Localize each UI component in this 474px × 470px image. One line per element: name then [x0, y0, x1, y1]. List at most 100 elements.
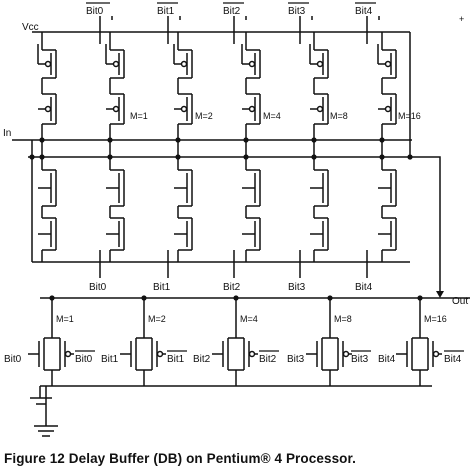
second-pmos: [248, 94, 261, 124]
lower-nmos: [50, 170, 57, 206]
size-label: M=1: [130, 111, 148, 121]
junction-dot: [141, 295, 147, 301]
load-size-label: M=4: [240, 314, 258, 324]
bottom-bit-label: Bit1: [153, 282, 171, 293]
bottom-bit-label: Bit2: [223, 282, 241, 293]
load-pmos: [427, 338, 440, 370]
load-gate-label: Bit2: [193, 354, 211, 365]
junction-dot: [379, 154, 385, 160]
junction-dots: [29, 137, 423, 301]
lower-nmos: [322, 170, 329, 206]
junction-dot: [311, 137, 317, 143]
load-size-label: M=8: [334, 314, 352, 324]
size-label: M=8: [330, 111, 348, 121]
junction-dot: [327, 295, 333, 301]
load-pmos: [243, 338, 256, 370]
load-gate-label: Bit1: [101, 354, 119, 365]
pmos-bubble: [180, 60, 188, 68]
vcc-label: Vcc: [22, 22, 39, 33]
input-label: In: [3, 128, 11, 139]
bottom-nmos: [186, 218, 193, 250]
pmos-bubble: [248, 60, 256, 68]
junction-dot: [107, 137, 113, 143]
figure-caption: Figure 12 Delay Buffer (DB) on Pentium® …: [4, 451, 356, 466]
pmos-bubble: [384, 60, 392, 68]
junction-dot: [417, 295, 423, 301]
size-label: M=16: [398, 111, 421, 121]
load-pmos: [337, 338, 350, 370]
junction-dot: [243, 137, 249, 143]
bottom-bit-labels: Bit0 Bit1 Bit2 Bit3 Bit4: [89, 282, 373, 293]
bottom-bit-label: Bit0: [89, 282, 107, 293]
pmos-bubble: [112, 105, 120, 113]
top-bit-label: Bit0: [86, 6, 104, 17]
load-gate-bar-label: Bit2: [259, 354, 277, 365]
bottom-bit-label: Bit4: [355, 282, 373, 293]
corner-mark: +: [459, 14, 464, 24]
load-gate-bar-label: Bit1: [167, 354, 185, 365]
output-wire: [410, 156, 441, 295]
pmos-bubble: [248, 105, 256, 113]
bottom-nmos: [50, 218, 57, 250]
load-gate-label: Bit4: [378, 354, 396, 365]
junction-dot: [49, 295, 55, 301]
pmos-bubble: [342, 350, 350, 358]
load-gate-bar-label: Bit0: [75, 354, 93, 365]
pmos-bubble: [44, 105, 52, 113]
top-bit-label: Bit3: [288, 6, 306, 17]
top-bit-label: Bit1: [157, 6, 175, 17]
bottom-nmos: [254, 218, 261, 250]
load-nmos: [130, 338, 137, 370]
upper-pmos: [384, 50, 397, 78]
lower-nmos: [390, 170, 397, 206]
upper-pmos: [316, 50, 329, 78]
bottom-nmos: [390, 218, 397, 250]
load-cell-labels: M=1 M=2 M=4 M=8 M=16 Bit0 Bit1 Bit2 Bit3…: [4, 314, 462, 365]
pmos-bubble: [316, 105, 324, 113]
junction-dot: [39, 154, 45, 160]
junction-dot: [233, 295, 239, 301]
load-pmos: [151, 338, 164, 370]
pmos-bubble: [316, 60, 324, 68]
junction-dot: [311, 154, 317, 160]
load-size-label: M=2: [148, 314, 166, 324]
load-nmos: [38, 338, 45, 370]
top-bit-label: Bit2: [223, 6, 241, 17]
load-gate-bar-label: Bit4: [444, 354, 462, 365]
load-size-label: M=1: [56, 314, 74, 324]
lower-nmos: [118, 170, 125, 206]
load-gate-label: Bit0: [4, 354, 22, 365]
junction-dot: [407, 154, 413, 160]
schematic-wiring: [12, 16, 470, 437]
bottom-bit-label: Bit3: [288, 282, 306, 293]
lower-nmos: [186, 170, 193, 206]
upper-size-labels: M=1 M=2 M=4 M=8 M=16: [130, 111, 421, 121]
load-gate-bar-label: Bit3: [351, 354, 369, 365]
junction-dot: [379, 137, 385, 143]
pmos-bubble: [64, 350, 72, 358]
load-nmos: [316, 338, 323, 370]
junction-dot: [29, 154, 35, 160]
junction-dot: [175, 137, 181, 143]
pmos-bubble: [432, 350, 440, 358]
load-gate-label: Bit3: [287, 354, 305, 365]
load-nmos: [406, 338, 413, 370]
pmos-bubble: [44, 60, 52, 68]
output-label: Out: [452, 296, 468, 307]
pmos-bubble: [180, 105, 188, 113]
junction-dot: [107, 154, 113, 160]
upper-pmos: [112, 50, 125, 78]
load-size-label: M=16: [424, 314, 447, 324]
junction-dot: [243, 154, 249, 160]
delay-buffer-schematic: Vcc In Out Bit0 Bit1 Bit2 Bit3 Bit4 M=1 …: [3, 2, 470, 437]
transistor-devices: [38, 50, 440, 370]
size-label: M=2: [195, 111, 213, 121]
lower-nmos: [254, 170, 261, 206]
top-bit-labels: Bit0 Bit1 Bit2 Bit3 Bit4: [86, 6, 373, 17]
pmos-bubble: [112, 60, 120, 68]
upper-pmos: [248, 50, 261, 78]
size-label: M=4: [263, 111, 281, 121]
second-pmos: [316, 94, 329, 124]
second-pmos: [384, 94, 397, 124]
junction-dot: [39, 137, 45, 143]
